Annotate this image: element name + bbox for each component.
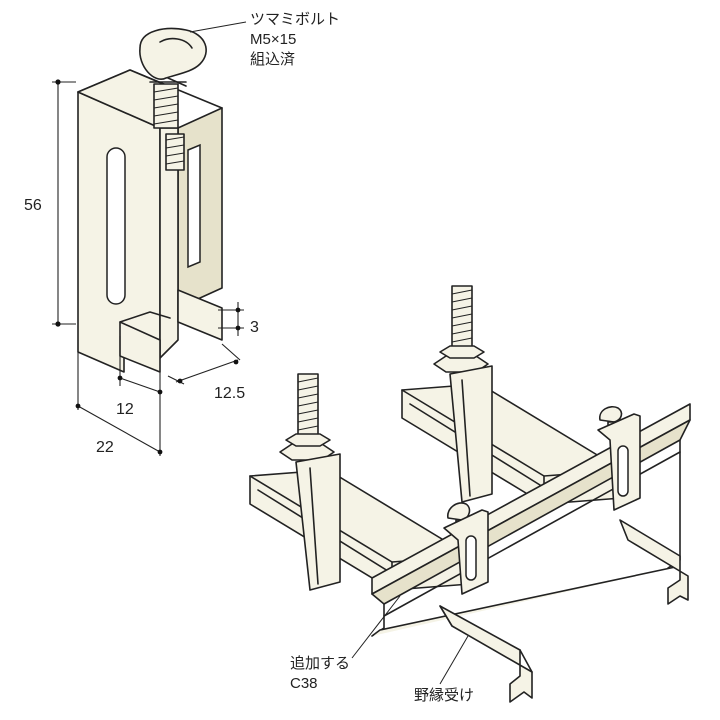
dim-label-slot: 3 [250, 319, 259, 336]
dimension-3 [218, 302, 244, 336]
bolt-label-line3: 組込済 [250, 51, 295, 68]
bolt-label-line2: M5×15 [250, 31, 296, 48]
bolt-label-line1: ツマミボルト [250, 11, 340, 28]
dim-label-depth: 12.5 [214, 385, 245, 402]
channel-clip-center [443, 502, 489, 595]
dim-label-height: 56 [24, 197, 42, 214]
dim-label-inner: 12 [116, 401, 134, 418]
added-c38-label-line1: 追加する [290, 655, 350, 672]
dim-label-outer: 22 [96, 439, 114, 456]
nobuchi-label: 野縁受け [414, 687, 474, 704]
added-c38-leader [351, 595, 401, 659]
rear-hanger [433, 285, 493, 503]
dimension-22 [75, 340, 163, 456]
front-hanger [279, 373, 341, 591]
dimension-12 [117, 336, 163, 396]
channel-clip-right [597, 405, 641, 511]
lower-channel [439, 519, 689, 703]
dimension-56 [52, 79, 76, 327]
bolt-leader-line [189, 21, 247, 33]
dimension-12-5 [167, 343, 241, 385]
added-c38-label-line2: C38 [290, 675, 318, 692]
clip-detail [77, 27, 223, 373]
nobuchi-leader [439, 635, 469, 685]
assembly-drawing [249, 285, 691, 703]
